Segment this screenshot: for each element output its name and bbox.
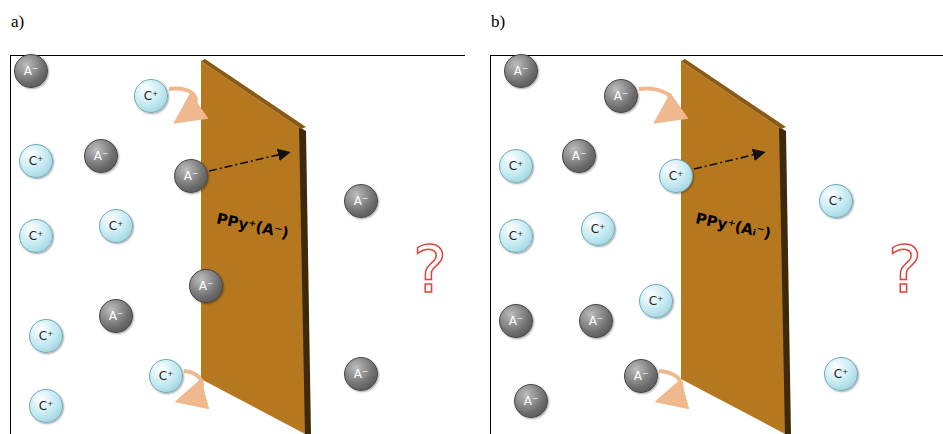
anion-ball: A⁻ (499, 304, 533, 338)
panel-frame: a)PPy⁺(A⁻)A⁻C⁺A⁻C⁺A⁻C⁺C⁺A⁻A⁻C⁺C⁺C⁺A⁻A⁻ (10, 55, 465, 434)
anion-ball: A⁻ (624, 359, 658, 393)
membrane-top (681, 59, 786, 129)
cation-ball: C⁺ (639, 284, 673, 318)
rejection-arrow (659, 371, 681, 399)
cation-ball: C⁺ (819, 184, 853, 218)
ion-symbol: A⁻ (634, 369, 649, 383)
ion-symbol: C⁺ (669, 169, 684, 183)
anion-ball: A⁻ (14, 54, 48, 88)
ion-symbol: C⁺ (39, 399, 54, 413)
anion-ball: A⁻ (344, 184, 378, 218)
ion-symbol: A⁻ (614, 89, 629, 103)
ion-symbol: A⁻ (24, 64, 39, 78)
ion-symbol: C⁺ (29, 229, 44, 243)
anion-ball: A⁻ (514, 384, 548, 418)
ion-symbol: C⁺ (39, 329, 54, 343)
ion-symbol: C⁺ (29, 154, 44, 168)
question-mark: ? (413, 238, 447, 302)
panel-letter: a) (11, 12, 24, 32)
membrane-shape (199, 59, 311, 434)
ion-symbol: A⁻ (184, 169, 199, 183)
anion-ball: A⁻ (504, 54, 538, 88)
membrane-edge (299, 127, 311, 434)
ion-symbol: A⁻ (109, 309, 124, 323)
polymer-membrane: PPy⁺(Aᵢ⁻) (679, 59, 791, 434)
anion-ball: A⁻ (579, 304, 613, 338)
cation-ball: C⁺ (19, 144, 53, 178)
ion-symbol: A⁻ (94, 149, 109, 163)
cation-ball: C⁺ (499, 219, 533, 253)
penetration-arrow (694, 153, 761, 169)
rejection-arrow (184, 371, 202, 399)
ion-symbol: C⁺ (144, 89, 159, 103)
cation-ball: C⁺ (134, 79, 168, 113)
ion-symbol: C⁺ (834, 367, 849, 381)
penetration-arrow (209, 153, 286, 171)
ion-symbol: A⁻ (514, 64, 529, 78)
rejection-arrow (169, 89, 196, 117)
cation-ball: C⁺ (19, 219, 53, 253)
ion-symbol: C⁺ (159, 369, 174, 383)
ion-symbol: A⁻ (572, 149, 587, 163)
cation-ball: C⁺ (29, 319, 63, 353)
cation-ball: C⁺ (581, 212, 615, 246)
anion-ball: A⁻ (189, 269, 223, 303)
panel-letter: b) (491, 12, 505, 32)
cation-ball: C⁺ (824, 357, 858, 391)
ion-symbol: C⁺ (109, 219, 124, 233)
cation-ball: C⁺ (99, 209, 133, 243)
ion-symbol: A⁻ (524, 394, 539, 408)
ion-symbol: A⁻ (199, 279, 214, 293)
membrane-shape (679, 59, 791, 434)
ion-symbol: A⁻ (354, 367, 369, 381)
anion-ball: A⁻ (344, 357, 378, 391)
membrane-face (201, 61, 307, 434)
membrane-top (201, 59, 306, 129)
anion-ball: A⁻ (99, 299, 133, 333)
ion-symbol: A⁻ (509, 314, 524, 328)
cation-ball: C⁺ (659, 159, 693, 193)
anion-ball: A⁻ (562, 139, 596, 173)
anion-ball: A⁻ (174, 159, 208, 193)
cation-ball: C⁺ (499, 149, 533, 183)
membrane-face (681, 61, 787, 434)
question-mark: ? (888, 238, 922, 302)
ion-symbol: C⁺ (591, 222, 606, 236)
polymer-membrane: PPy⁺(A⁻) (199, 59, 311, 434)
ion-symbol: C⁺ (509, 159, 524, 173)
ion-symbol: C⁺ (649, 294, 664, 308)
ion-symbol: A⁻ (589, 314, 604, 328)
ion-symbol: C⁺ (509, 229, 524, 243)
cation-ball: C⁺ (29, 389, 63, 423)
membrane-edge (779, 127, 791, 434)
ion-symbol: A⁻ (354, 194, 369, 208)
rejection-arrow (639, 89, 673, 117)
panel-frame: b)PPy⁺(Aᵢ⁻)A⁻A⁻C⁺A⁻C⁺C⁺C⁺C⁺A⁻A⁻A⁻A⁻C⁺C⁺ (490, 55, 943, 434)
cation-ball: C⁺ (149, 359, 183, 393)
anion-ball: A⁻ (84, 139, 118, 173)
anion-ball: A⁻ (604, 79, 638, 113)
ion-symbol: C⁺ (829, 194, 844, 208)
